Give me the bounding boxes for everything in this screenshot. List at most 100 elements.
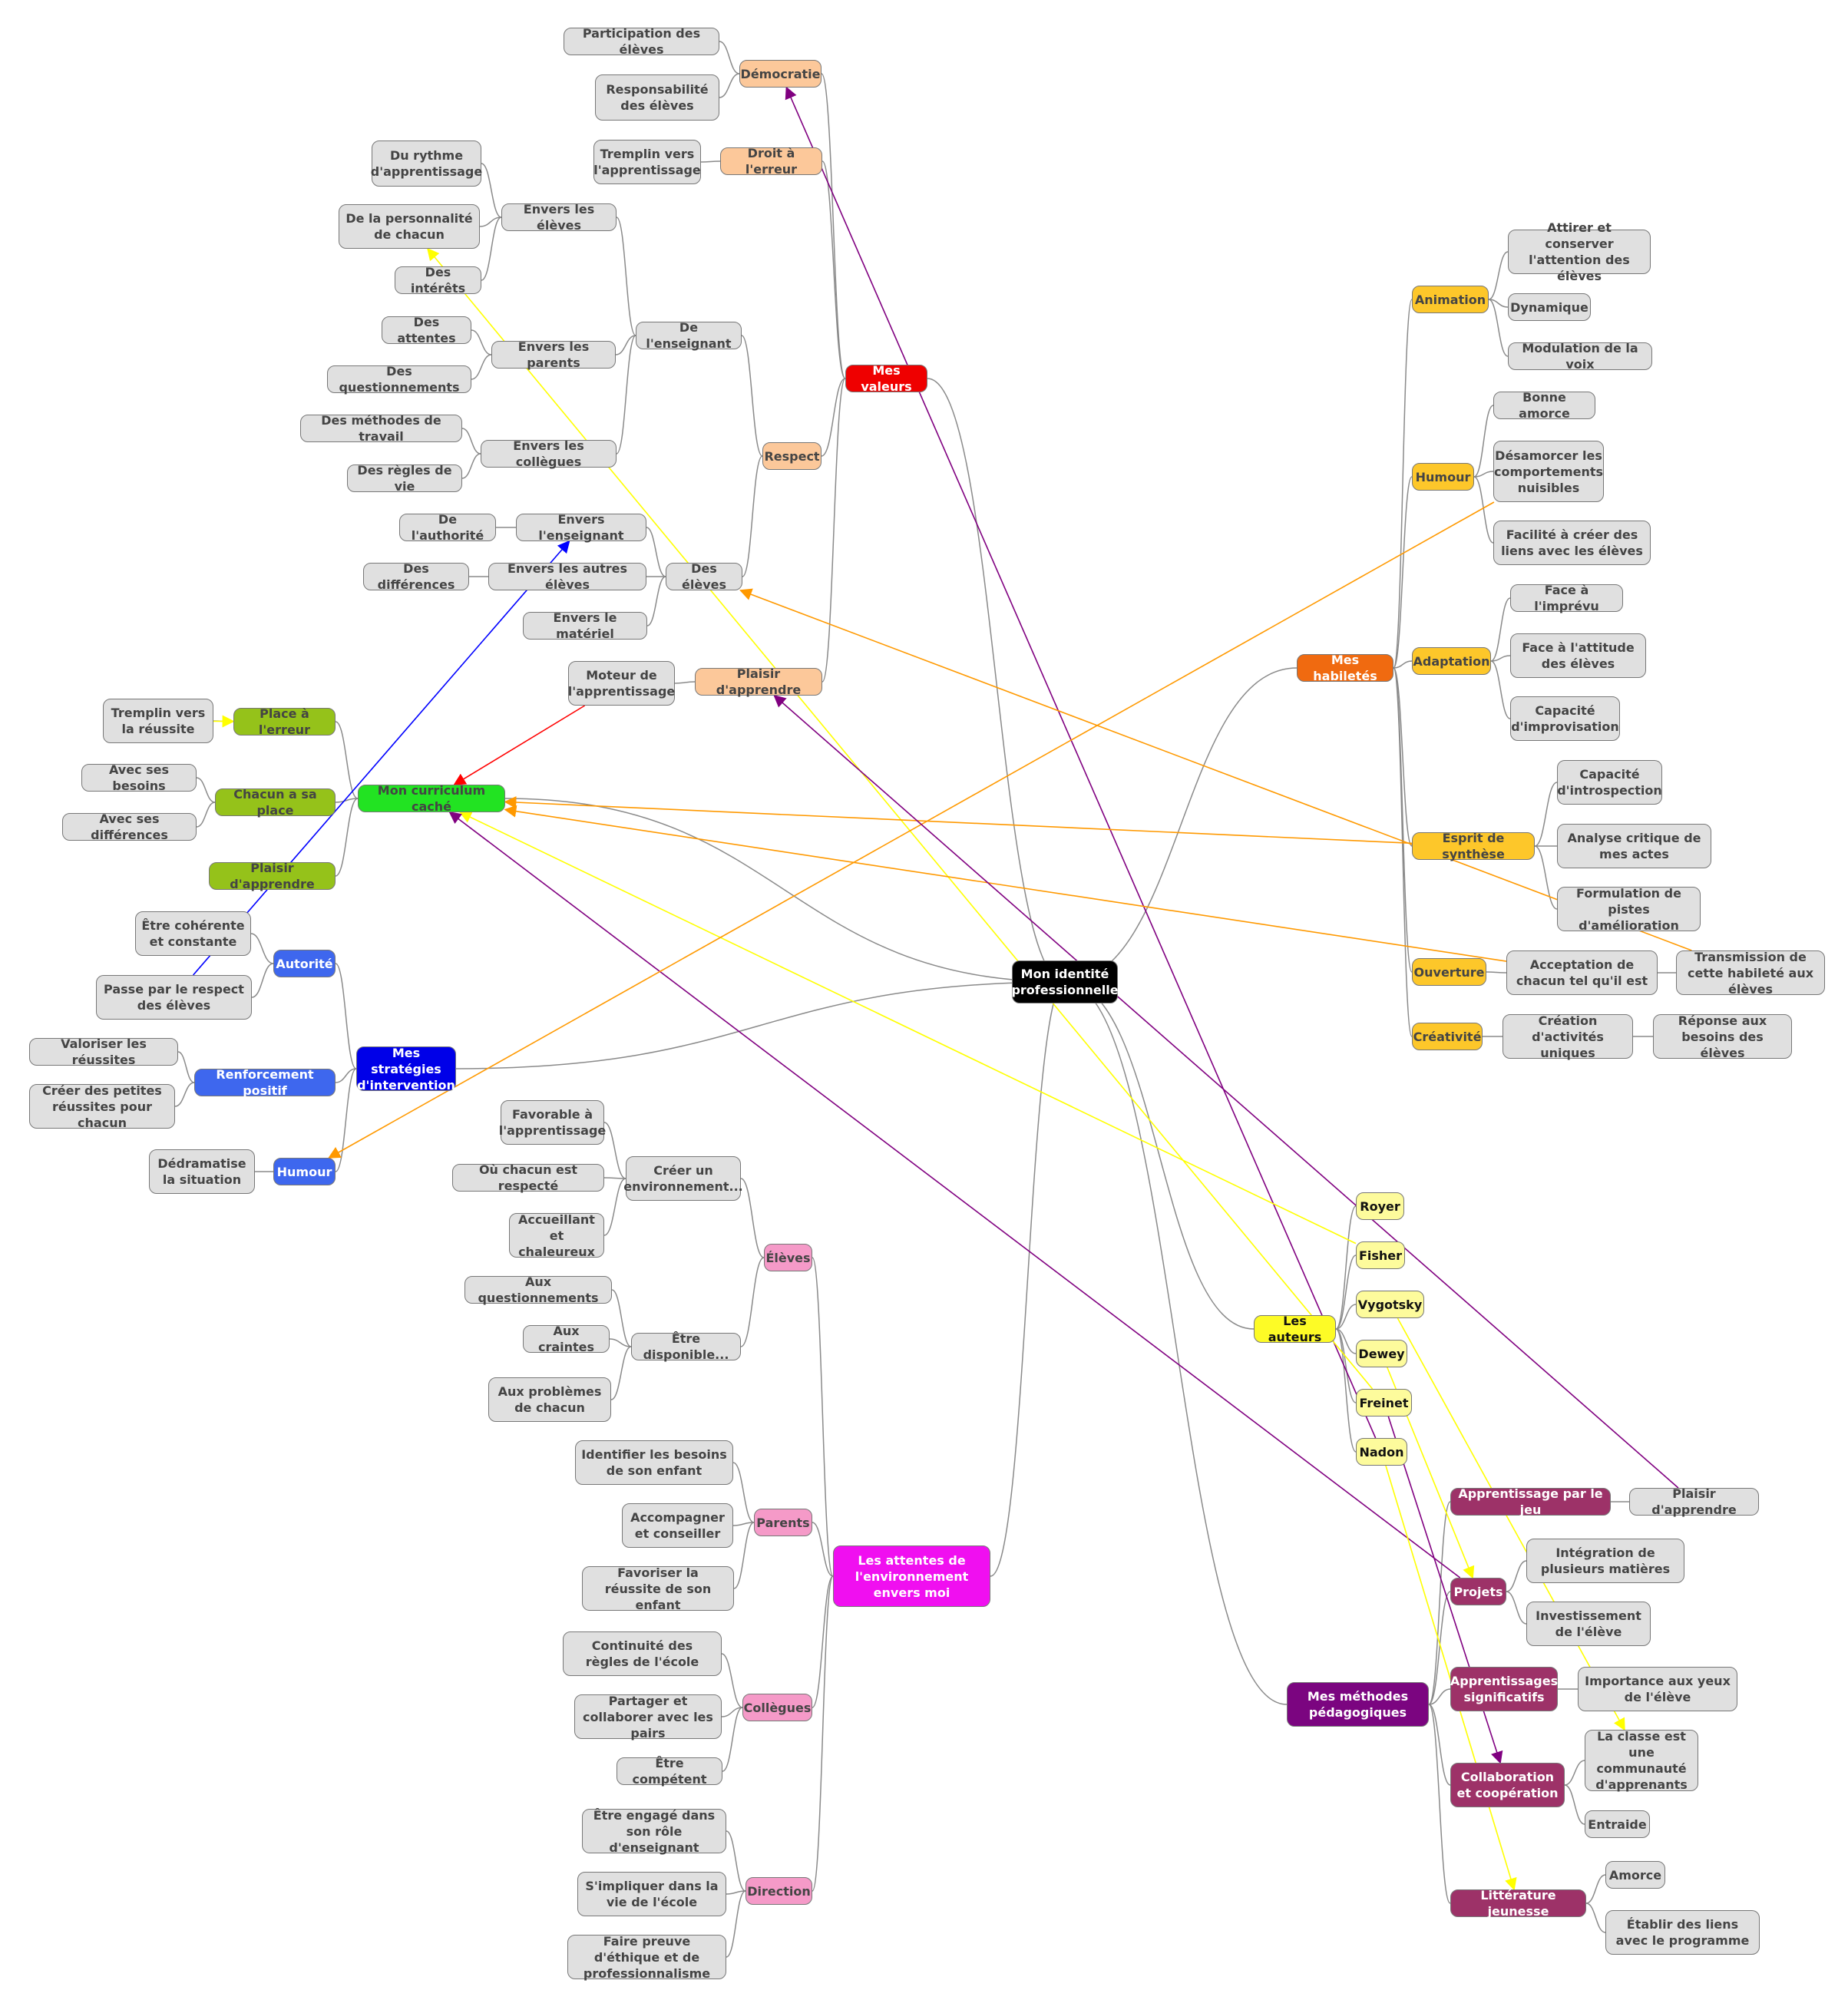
- node-les-auteurs[interactable]: Les auteurs: [1254, 1314, 1336, 1344]
- leaf-authorite[interactable]: De l'authorité: [399, 512, 496, 543]
- node-de-l-enseignant[interactable]: De l'enseignant: [636, 320, 742, 351]
- leaf-interets[interactable]: Des intérêts: [395, 265, 481, 296]
- leaf-communaute-apprenants[interactable]: La classe est une communauté d'apprenant…: [1585, 1729, 1698, 1792]
- leaf-entraide[interactable]: Entraide: [1585, 1810, 1650, 1838]
- node-droit-erreur[interactable]: Droit à l'erreur: [720, 146, 822, 177]
- leaf-responsabilite-eleves[interactable]: Responsabilité des élèves: [595, 74, 719, 121]
- leaf-personnalite-chacun[interactable]: De la personnalité de chacun: [339, 204, 480, 249]
- node-mes-methodes[interactable]: Mes méthodes pédagogiques: [1287, 1682, 1429, 1727]
- leaf-regles-vie[interactable]: Des règles de vie: [347, 463, 462, 494]
- node-mon-curriculum-cache[interactable]: Mon curriculum caché: [358, 783, 505, 814]
- leaf-etre-competent[interactable]: Être compétent: [617, 1756, 722, 1787]
- leaf-reponse-besoins[interactable]: Réponse aux besoins des élèves: [1653, 1013, 1792, 1060]
- leaf-attirer-attention[interactable]: Attirer et conserver l'attention des élè…: [1508, 220, 1651, 283]
- node-animation[interactable]: Animation: [1412, 286, 1489, 313]
- leaf-creer-liens[interactable]: Facilité à créer des liens avec les élèv…: [1493, 521, 1651, 565]
- leaf-petites-reussites[interactable]: Créer des petites réussites pour chacun: [29, 1083, 175, 1130]
- node-place-erreur[interactable]: Place à l'erreur: [233, 706, 336, 737]
- leaf-favorable-apprentissage[interactable]: Favorable à l'apprentissage: [499, 1100, 606, 1145]
- node-apprentissages-significatifs[interactable]: Apprentissages significatifs: [1450, 1667, 1558, 1711]
- node-renforcement-positif[interactable]: Renforcement positif: [194, 1067, 336, 1098]
- node-ouverture[interactable]: Ouverture: [1412, 958, 1486, 986]
- leaf-integration-matieres[interactable]: Intégration de plusieurs matières: [1526, 1539, 1684, 1583]
- leaf-differences[interactable]: Des différences: [363, 561, 469, 592]
- node-envers-autres-eleves[interactable]: Envers les autres élèves: [488, 561, 646, 592]
- node-dewey[interactable]: Dewey: [1356, 1340, 1407, 1367]
- leaf-envers-materiel[interactable]: Envers le matériel: [523, 610, 647, 641]
- leaf-valoriser-reussites[interactable]: Valoriser les réussites: [29, 1036, 178, 1067]
- leaf-modulation-voix[interactable]: Modulation de la voix: [1508, 341, 1652, 372]
- node-democratie[interactable]: Démocratie: [739, 60, 822, 88]
- leaf-dynamique[interactable]: Dynamique: [1508, 293, 1591, 321]
- leaf-creation-activites[interactable]: Création d'activités uniques: [1503, 1013, 1633, 1060]
- node-mes-habiletes[interactable]: Mes habiletés: [1297, 653, 1393, 683]
- node-etre-disponible[interactable]: Être disponible...: [631, 1331, 741, 1362]
- leaf-partager-collaborer[interactable]: Partager et collaborer avec les pairs: [574, 1694, 722, 1740]
- leaf-etre-engage[interactable]: Être engagé dans son rôle d'enseignant: [582, 1808, 726, 1855]
- node-autorite[interactable]: Autorité: [273, 950, 336, 977]
- leaf-favoriser-reussite[interactable]: Favoriser la réussite de son enfant: [582, 1565, 734, 1612]
- node-respect[interactable]: Respect: [762, 442, 822, 470]
- leaf-questionnements[interactable]: Des questionnements: [327, 364, 471, 395]
- node-envers-les-collegues[interactable]: Envers les collègues: [481, 438, 617, 469]
- leaf-accueillant[interactable]: Accueillant et chaleureux: [509, 1212, 604, 1259]
- node-creativite[interactable]: Créativité: [1412, 1023, 1483, 1050]
- node-attentes-collegues[interactable]: Collègues: [742, 1694, 812, 1721]
- leaf-introspection[interactable]: Capacité d'introspection: [1557, 760, 1662, 805]
- leaf-respect-eleves[interactable]: Passe par le respect des élèves: [96, 975, 252, 1020]
- node-des-eleves[interactable]: Des élèves: [666, 561, 742, 592]
- node-les-attentes[interactable]: Les attentes de l'environnement envers m…: [833, 1545, 990, 1607]
- leaf-ethique[interactable]: Faire preuve d'éthique et de professionn…: [567, 1934, 726, 1981]
- node-litterature-jeunesse[interactable]: Littérature jeunesse: [1450, 1888, 1586, 1919]
- node-mes-valeurs[interactable]: Mes valeurs: [845, 363, 927, 394]
- node-attentes-direction[interactable]: Direction: [745, 1877, 812, 1905]
- leaf-amorce[interactable]: Amorce: [1605, 1861, 1665, 1889]
- leaf-avec-besoins[interactable]: Avec ses besoins: [81, 762, 197, 793]
- leaf-methodes-travail[interactable]: Des méthodes de travail: [300, 413, 462, 444]
- node-apprentissage-jeu[interactable]: Apprentissage par le jeu: [1450, 1486, 1611, 1517]
- leaf-jeu-plaisir[interactable]: Plaisir d'apprendre: [1629, 1486, 1759, 1517]
- leaf-coherente-constante[interactable]: Être cohérente et constante: [135, 911, 251, 956]
- leaf-moteur-apprentissage[interactable]: Moteur de l'apprentissage: [568, 661, 675, 706]
- node-envers-les-eleves[interactable]: Envers les élèves: [501, 202, 617, 233]
- leaf-face-imprevu[interactable]: Face à l'imprévu: [1510, 583, 1623, 613]
- leaf-identifier-besoins[interactable]: Identifier les besoins de son enfant: [575, 1440, 733, 1485]
- leaf-dedramatise[interactable]: Dédramatise la situation: [149, 1149, 255, 1194]
- node-envers-les-parents[interactable]: Envers les parents: [491, 339, 616, 370]
- leaf-investissement-eleve[interactable]: Investissement de l'élève: [1526, 1602, 1651, 1646]
- node-royer[interactable]: Royer: [1356, 1192, 1404, 1220]
- node-mes-strategies[interactable]: Mes stratégies d'intervention: [356, 1045, 456, 1093]
- leaf-aux-questionnements[interactable]: Aux questionnements: [464, 1274, 612, 1305]
- node-chacun-sa-place[interactable]: Chacun a sa place: [215, 787, 336, 818]
- leaf-continuite-regles[interactable]: Continuité des règles de l'école: [563, 1631, 722, 1676]
- leaf-desamorcer[interactable]: Désamorcer les comportements nuisibles: [1493, 441, 1604, 502]
- leaf-capacite-improvisation[interactable]: Capacité d'improvisation: [1510, 696, 1620, 741]
- node-esprit-synthese[interactable]: Esprit de synthèse: [1412, 831, 1535, 861]
- leaf-formulation-pistes[interactable]: Formulation de pistes d'amélioration: [1557, 886, 1701, 933]
- node-plaisir-apprendre[interactable]: Plaisir d'apprendre: [695, 666, 822, 697]
- leaf-importance-eleve[interactable]: Importance aux yeux de l'élève: [1578, 1667, 1737, 1711]
- node-adaptation[interactable]: Adaptation: [1412, 647, 1491, 675]
- leaf-aux-problemes[interactable]: Aux problèmes de chacun: [488, 1377, 611, 1422]
- node-freinet[interactable]: Freinet: [1356, 1389, 1412, 1417]
- node-attentes-eleves[interactable]: Élèves: [764, 1244, 812, 1271]
- leaf-tremplin-apprentissage[interactable]: Tremplin vers l'apprentissage: [593, 140, 701, 184]
- node-humour-habilete[interactable]: Humour: [1412, 463, 1474, 491]
- leaf-attentes[interactable]: Des attentes: [382, 315, 471, 345]
- leaf-transmission-habilete[interactable]: Transmission de cette habileté aux élève…: [1676, 950, 1825, 997]
- root-node[interactable]: Mon identité professionnelle: [1011, 960, 1119, 1003]
- node-projets[interactable]: Projets: [1450, 1578, 1506, 1605]
- node-attentes-parents[interactable]: Parents: [754, 1509, 812, 1536]
- node-collaboration-cooperation[interactable]: Collaboration et coopération: [1450, 1763, 1565, 1807]
- leaf-s-impliquer[interactable]: S'impliquer dans la vie de l'école: [577, 1872, 726, 1916]
- leaf-participation-eleves[interactable]: Participation des élèves: [564, 26, 719, 57]
- node-humour-strategie[interactable]: Humour: [273, 1158, 336, 1185]
- leaf-aux-craintes[interactable]: Aux craintes: [523, 1324, 610, 1354]
- node-creer-environnement[interactable]: Créer un environnement...: [623, 1156, 743, 1201]
- leaf-chacun-respecte[interactable]: Où chacun est respecté: [452, 1162, 604, 1193]
- node-fisher[interactable]: Fisher: [1356, 1241, 1405, 1269]
- leaf-face-attitude[interactable]: Face à l'attitude des élèves: [1510, 633, 1646, 678]
- leaf-tremplin-reussite[interactable]: Tremplin vers la réussite: [103, 699, 213, 743]
- leaf-etablir-liens[interactable]: Établir des liens avec le programme: [1605, 1910, 1760, 1955]
- leaf-acceptation-chacun[interactable]: Acceptation de chacun tel qu'il est: [1506, 950, 1658, 995]
